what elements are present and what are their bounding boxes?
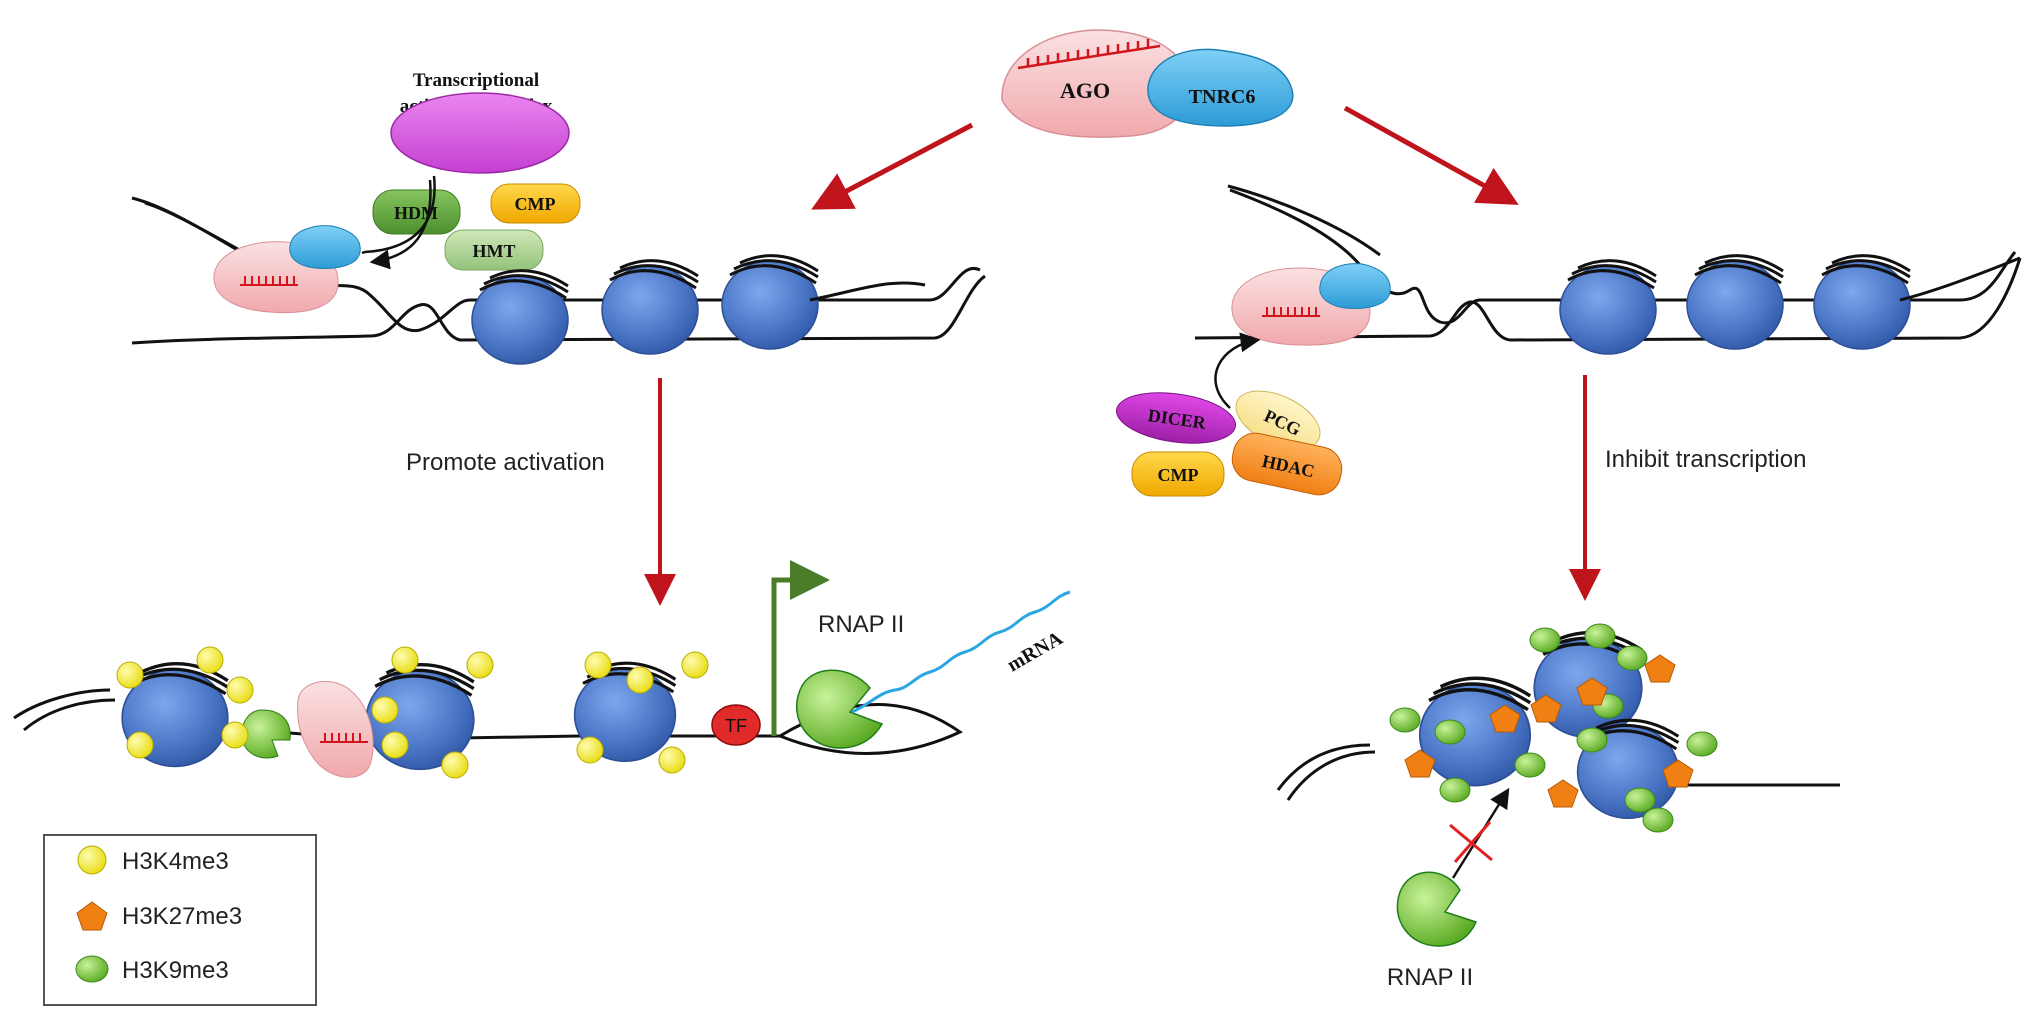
legend-item-h3k4me3: H3K4me3 bbox=[122, 848, 229, 875]
tf-factor bbox=[711, 704, 761, 746]
rnap-ii-icon-right bbox=[1396, 871, 1478, 947]
rnap-like-green-partner bbox=[241, 709, 291, 759]
legend-item-h3k9me3: H3K9me3 bbox=[122, 957, 229, 984]
dna-linker bbox=[459, 734, 581, 740]
tf-label: TF bbox=[725, 716, 747, 736]
nucleosome bbox=[600, 259, 700, 356]
dna-strand bbox=[1229, 188, 2017, 325]
tnrc6-protein bbox=[1147, 48, 1294, 127]
legend-item-h3k27me3: H3K27me3 bbox=[122, 903, 242, 930]
h3k9me3-legend-marker bbox=[75, 955, 109, 983]
right-lower-panel: RNAP II bbox=[1276, 623, 1840, 991]
recruit-arrow-left bbox=[361, 175, 436, 255]
right-upper-panel: PCG DICER CMP HDAC bbox=[1115, 184, 2022, 497]
mrna-label: mRNA bbox=[1004, 627, 1067, 676]
dna-strand bbox=[13, 688, 111, 720]
tnrc6-on-dna-right bbox=[1319, 263, 1391, 309]
ago-label: AGO bbox=[1060, 78, 1110, 103]
dna-strand-lower bbox=[131, 274, 986, 345]
dna-strand-lower bbox=[1194, 257, 2022, 342]
cmp-pill-left bbox=[490, 183, 581, 224]
left-lower-panel: TF RNAP II mRNA bbox=[13, 560, 1071, 779]
cmp-pill-right bbox=[1131, 451, 1225, 497]
guide-rna-icon bbox=[1262, 307, 1320, 317]
dicer-pill bbox=[1115, 392, 1237, 444]
inhibit-transcription-label: Inhibit transcription bbox=[1605, 446, 1806, 473]
dna-strand bbox=[1286, 750, 1376, 801]
dna-strand-upper-tail bbox=[1227, 184, 1381, 257]
h3k4me3-legend-marker bbox=[77, 845, 107, 875]
transcriptional-activation-complex bbox=[390, 92, 570, 174]
hmt-label: HMT bbox=[473, 241, 516, 261]
tnrc6-label: TNRC6 bbox=[1189, 86, 1256, 108]
guide-rna-icon bbox=[1017, 39, 1161, 70]
rnap-label-right: RNAP II bbox=[1387, 964, 1473, 991]
nucleosome bbox=[1812, 254, 1912, 351]
arrow-to-right-pathway bbox=[1343, 105, 1519, 205]
promote-activation-label: Promote activation bbox=[406, 449, 605, 476]
guide-rna-icon bbox=[240, 276, 298, 286]
ago-tnrc6-complex: AGO TNRC6 bbox=[1001, 29, 1294, 138]
arrow-to-left-pathway bbox=[811, 122, 974, 210]
dna-strand bbox=[1276, 743, 1371, 791]
h3k27me3-marks bbox=[1404, 654, 1694, 808]
cmp-label-left: CMP bbox=[515, 194, 556, 214]
nucleosome bbox=[1558, 259, 1658, 356]
cmp-label-right: CMP bbox=[1158, 465, 1199, 485]
guide-rna-icon bbox=[320, 733, 368, 743]
rnap-label-left: RNAP II bbox=[818, 611, 904, 638]
mrna-strand bbox=[851, 590, 1071, 714]
recruit-arrow-right bbox=[1214, 332, 1261, 409]
h3k27me3-legend-marker bbox=[76, 901, 108, 931]
transcription-start-arrow bbox=[771, 560, 830, 736]
rnap-ii-icon bbox=[795, 669, 884, 749]
h3k4me3-marks bbox=[116, 646, 709, 779]
legend: H3K4me3 H3K27me3 H3K9me3 bbox=[43, 834, 317, 1006]
ago-on-dna-bottom bbox=[297, 680, 374, 778]
nucleosome bbox=[1685, 254, 1785, 351]
nucleosome bbox=[470, 269, 570, 366]
complex-title-line1: Transcriptional bbox=[413, 70, 539, 91]
nucleosome bbox=[720, 254, 820, 351]
recruit-arrow-left-head bbox=[369, 179, 432, 270]
hmt-pill bbox=[444, 229, 544, 271]
dna-strand bbox=[23, 698, 116, 732]
tnrc6-on-dna-left bbox=[289, 225, 361, 269]
hdac-pill bbox=[1231, 432, 1343, 496]
left-upper-panel: Transcriptional activation complex HDM C… bbox=[131, 70, 986, 366]
h3k9me3-marks bbox=[1389, 623, 1718, 833]
block-x-icon bbox=[1449, 821, 1493, 863]
